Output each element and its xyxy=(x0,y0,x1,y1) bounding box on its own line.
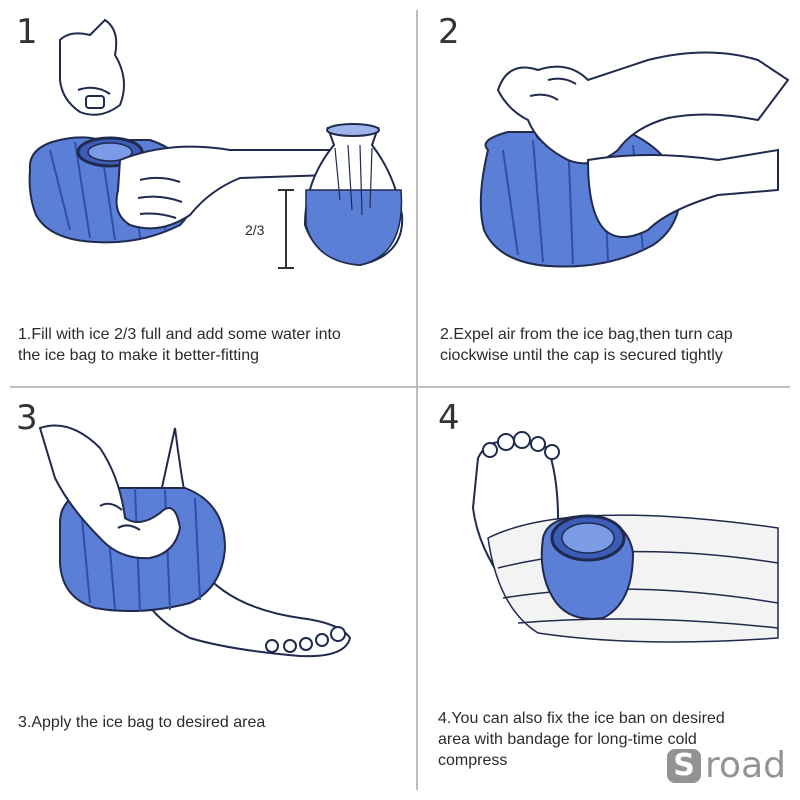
fill-level-marker xyxy=(278,189,294,269)
watermark: S road xyxy=(667,745,786,786)
step-2-caption: 2.Expel air from the ice bag,then turn c… xyxy=(440,326,733,364)
vertical-divider xyxy=(416,10,418,790)
step-2-panel: 2 2.Expel air from the ice bag,then turn… xyxy=(418,0,800,386)
hand-icon xyxy=(115,145,331,230)
step-3-panel: 3 3.Apply the ice bag to desired area xyxy=(0,388,416,800)
fill-level-label: 2/3 xyxy=(245,222,265,238)
step-2-illustration xyxy=(479,51,790,268)
step-1-panel: 1 xyxy=(0,0,416,386)
ice-bag-icon xyxy=(540,514,635,620)
bandage-icon xyxy=(487,514,779,643)
step-4-number: 4 xyxy=(438,398,460,438)
step-3-caption: 3.Apply the ice bag to desired area xyxy=(18,714,266,731)
step-2-number: 2 xyxy=(438,12,460,52)
hand-turning-cap-icon xyxy=(496,51,790,165)
watermark-text: road xyxy=(705,745,786,786)
ice-bag-fill-diagram-icon xyxy=(303,123,404,267)
step-3-number: 3 xyxy=(16,398,38,438)
step-4-illustration xyxy=(471,431,779,643)
step-3-illustration xyxy=(38,424,352,658)
step-1-caption: 1.Fill with ice 2/3 full and add some wa… xyxy=(18,326,341,364)
step-4-caption: 4.You can also fix the ice ban on desire… xyxy=(438,710,725,769)
horizontal-divider xyxy=(10,386,790,388)
step-4-panel: 4 4.You can also fix the ice ban on desi… xyxy=(418,388,800,800)
step-1-illustration xyxy=(28,18,404,269)
hand-pressing-bag-icon xyxy=(38,424,182,560)
hand-holding-bag-icon xyxy=(586,148,779,238)
hand-dropping-ice-icon xyxy=(59,18,125,116)
watermark-logo-icon: S xyxy=(667,748,702,783)
step-1-number: 1 xyxy=(16,12,38,52)
